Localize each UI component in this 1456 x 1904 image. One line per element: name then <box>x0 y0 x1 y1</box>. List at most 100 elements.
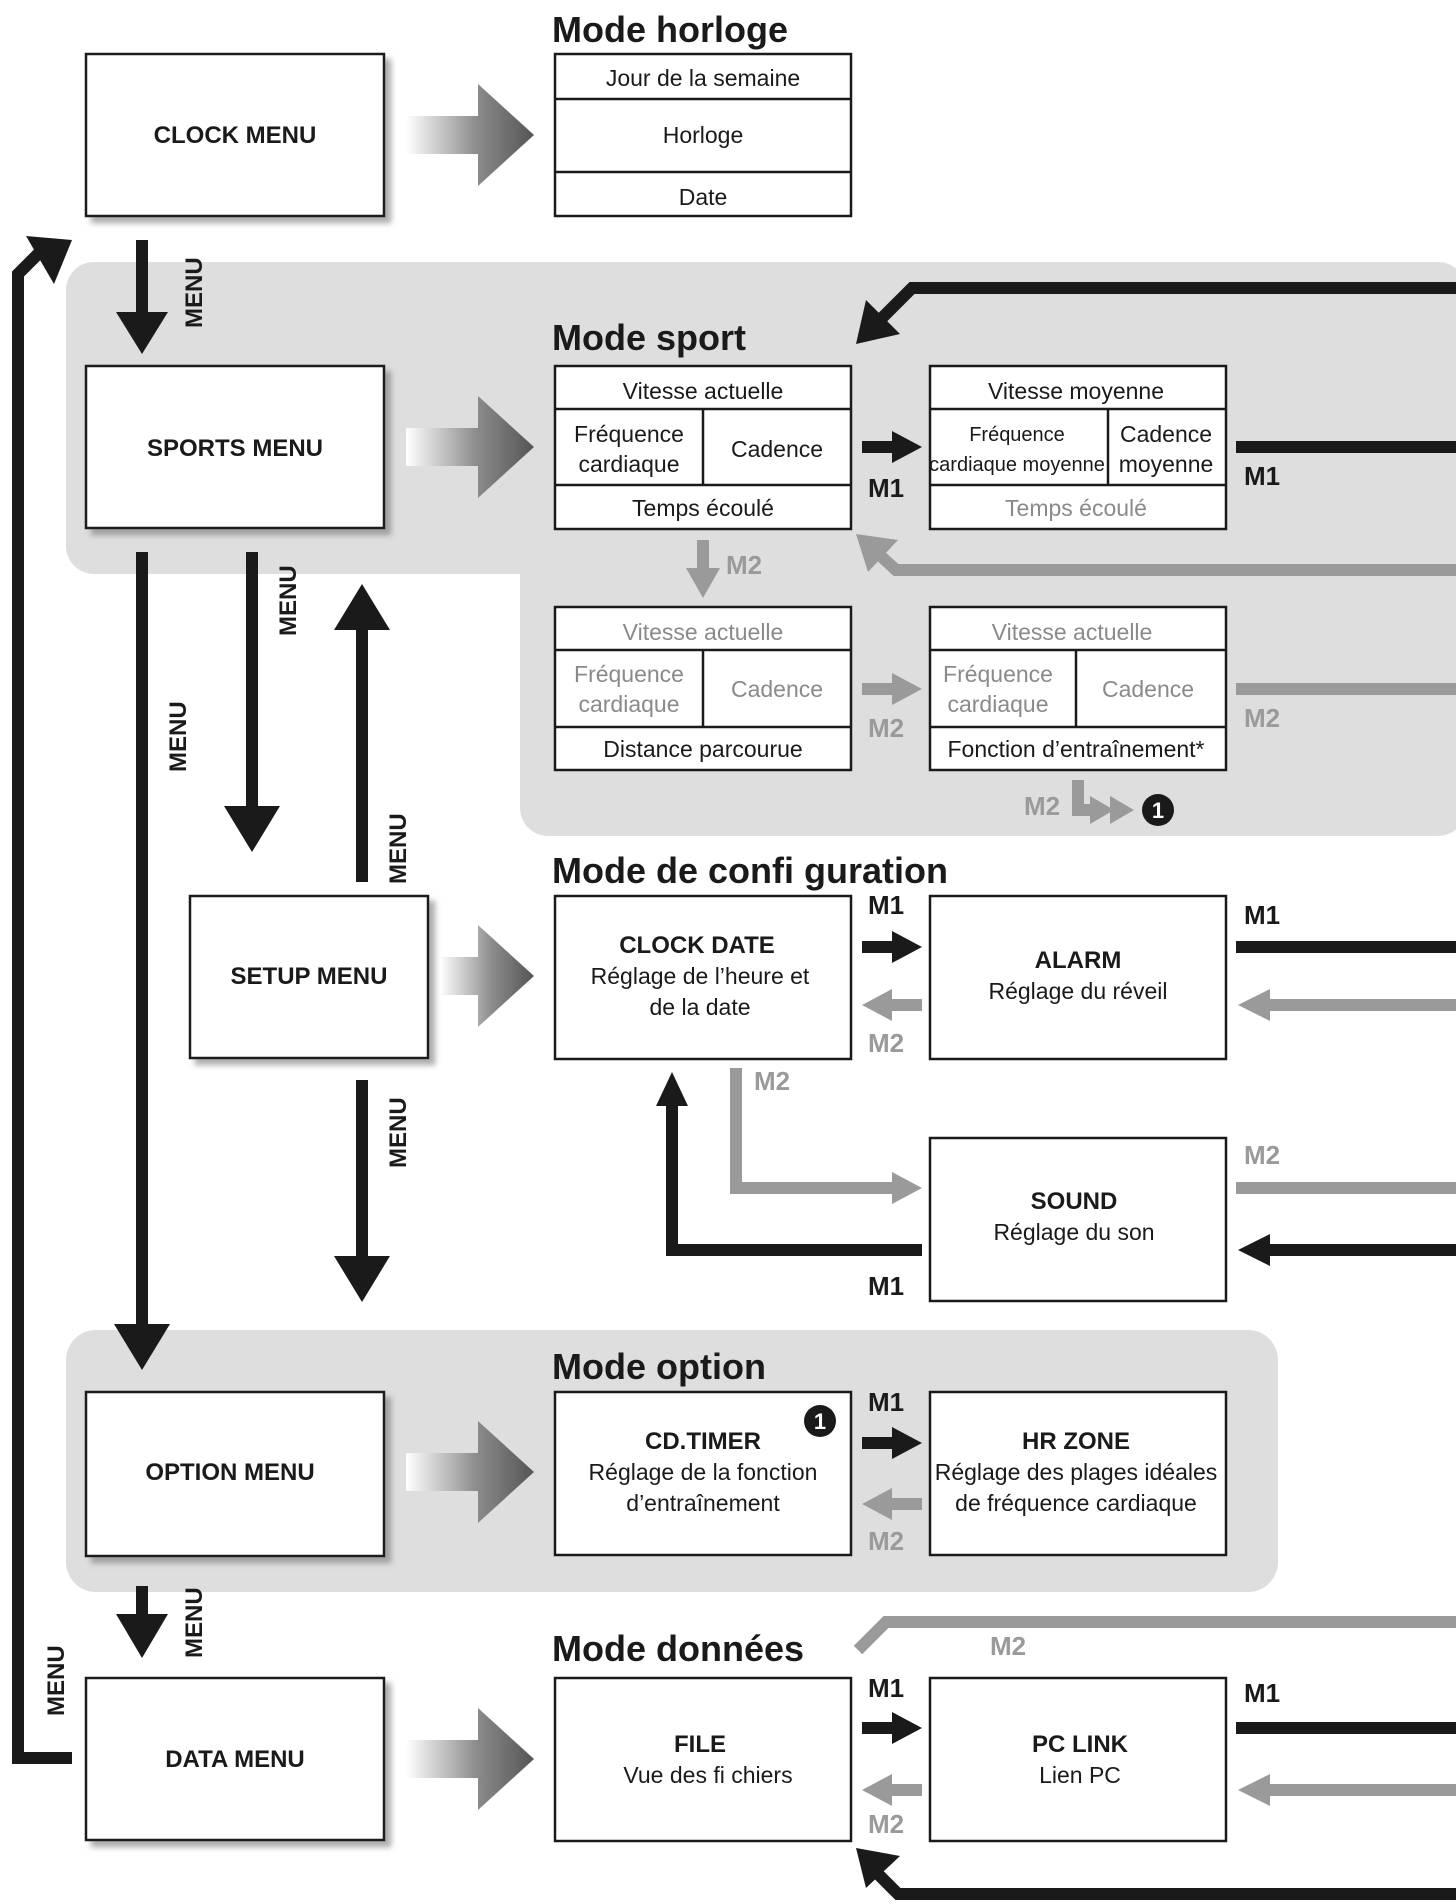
clock-row-date: Date <box>679 184 728 210</box>
data-menu-box[interactable]: DATA MENU <box>84 1676 386 1842</box>
sport-m2-label-3: M2 <box>1244 703 1280 733</box>
menu-arrow-setup-down-head <box>334 1256 390 1302</box>
menu-label-setup-sports: MENU <box>385 813 412 884</box>
menu-label-sports-setup: MENU <box>275 565 302 636</box>
menu-label-setup-down: MENU <box>385 1097 412 1168</box>
clock-mode-table: Jour de la semaine Horloge Date <box>553 52 853 218</box>
sports-menu-label: SPORTS MENU <box>147 435 323 462</box>
sport-m2-to-marker-head-2 <box>1110 796 1134 824</box>
pc-link-desc: Lien PC <box>1039 1762 1121 1788</box>
sport-screen-3: Vitesse actuelle Fréquence cardiaque Cad… <box>553 605 853 772</box>
sport-m2-label-4: M2 <box>1024 791 1060 821</box>
data-return-bottom <box>867 1863 1456 1900</box>
setup-m1-cd-alarm-head <box>892 931 922 963</box>
sport-m2-label-1: M2 <box>726 550 762 580</box>
setup-m1-label-2: M1 <box>1244 900 1280 930</box>
sport-m2-3-4-head <box>892 673 922 705</box>
data-m1-label-2: M1 <box>1244 1678 1280 1708</box>
sport3-right: Cadence <box>731 676 823 702</box>
sport4-left-b: cardiaque <box>947 691 1048 717</box>
option-m1-label: M1 <box>868 1387 904 1417</box>
sport2-top: Vitesse moyenne <box>988 378 1164 404</box>
hr-zone-desc-2: de fréquence cardiaque <box>955 1490 1197 1516</box>
sport-marker-label: 1 <box>1152 798 1164 823</box>
cd-timer-box[interactable]: CD.TIMER Réglage de la fonction d’entraî… <box>553 1390 853 1557</box>
sport3-bottom: Distance parcourue <box>603 736 802 762</box>
sport-m1-label-1: M1 <box>868 473 904 503</box>
setup-m2-label-3: M2 <box>1244 1140 1280 1170</box>
arrow-sports-to-mode <box>406 396 534 498</box>
sport1-left-b: cardiaque <box>578 451 679 477</box>
data-menu-label: DATA MENU <box>165 1746 305 1773</box>
data-m2-label-top: M2 <box>990 1631 1026 1661</box>
clock-menu-box[interactable]: CLOCK MENU <box>84 52 386 218</box>
sport1-left-a: Fréquence <box>574 421 684 447</box>
clock-date-box[interactable]: CLOCK DATE Réglage de l’heure et de la d… <box>553 894 853 1061</box>
sport-return-top-head <box>856 300 900 344</box>
sport2-left-b: cardiaque moyenne <box>929 454 1105 476</box>
alarm-desc: Réglage du réveil <box>988 978 1167 1004</box>
file-title: FILE <box>674 1731 726 1758</box>
sport4-top: Vitesse actuelle <box>992 619 1153 645</box>
sport-screen-4: Vitesse actuelle Fréquence cardiaque Cad… <box>928 605 1228 772</box>
setup-m2-cd-sound <box>730 1068 896 1194</box>
hr-zone-title: HR ZONE <box>1022 1428 1130 1455</box>
setup-grey-in-alarm-head <box>1238 989 1270 1021</box>
data-m2-top <box>853 1616 1456 1655</box>
sport2-left-a: Fréquence <box>969 424 1065 446</box>
sport-m1-label-2: M1 <box>1244 461 1280 491</box>
hr-zone-box[interactable]: HR ZONE Réglage des plages idéales de fr… <box>928 1390 1228 1557</box>
menu-label-option-data: MENU <box>181 1587 208 1658</box>
pc-link-box[interactable]: PC LINK Lien PC <box>928 1676 1228 1843</box>
sport3-top: Vitesse actuelle <box>623 619 784 645</box>
sound-box[interactable]: SOUND Réglage du son <box>928 1136 1228 1303</box>
clock-row-weekday: Jour de la semaine <box>606 65 800 91</box>
setup-m2-cd-sound-head <box>892 1172 922 1204</box>
data-grey-in-pc-head <box>1238 1774 1270 1806</box>
arrow-clock-to-mode <box>406 84 534 186</box>
sport4-bottom: Fonction d’entraînement* <box>948 736 1205 762</box>
sport1-bottom: Temps écoulé <box>632 495 774 521</box>
setup-m1-sound-cd-head <box>656 1072 688 1106</box>
menu-arrow-sports-to-setup-head <box>224 806 280 852</box>
clock-date-desc-1: Réglage de l’heure et <box>591 963 810 989</box>
sport1-right: Cadence <box>731 436 823 462</box>
setup-m2-alarm-cd-head <box>862 989 892 1021</box>
sport4-left-a: Fréquence <box>943 661 1053 687</box>
cd-timer-marker-label: 1 <box>814 1409 826 1434</box>
data-mode-title: Mode données <box>552 1628 804 1669</box>
sport-m1-1-2-head <box>892 431 922 463</box>
setup-menu-box[interactable]: SETUP MENU <box>188 894 430 1060</box>
sport-m2-label-2: M2 <box>868 713 904 743</box>
file-box[interactable]: FILE Vue des fi chiers <box>553 1676 853 1843</box>
menu-label-sports-option: MENU <box>165 701 192 772</box>
setup-m1-label-3: M1 <box>868 1271 904 1301</box>
option-mode-title: Mode option <box>552 1346 766 1387</box>
option-menu-box[interactable]: OPTION MENU <box>84 1390 386 1558</box>
clock-menu-label: CLOCK MENU <box>154 122 317 149</box>
data-m1-file-pc-head <box>892 1712 922 1744</box>
sports-menu-box[interactable]: SPORTS MENU <box>84 364 386 530</box>
sport-return-top <box>871 282 1456 329</box>
sport2-bottom: Temps écoulé <box>1005 495 1147 521</box>
menu-arrow-clock-to-sports-head <box>116 312 168 354</box>
setup-menu-label: SETUP MENU <box>231 963 388 990</box>
sport-screen-1: Vitesse actuelle Fréquence cardiaque Cad… <box>553 364 853 531</box>
setup-mode-title: Mode de confi guration <box>552 850 948 891</box>
sport-mode-title: Mode sport <box>552 317 746 358</box>
hr-zone-desc-1: Réglage des plages idéales <box>935 1459 1218 1485</box>
sport3-left-a: Fréquence <box>574 661 684 687</box>
sport2-right-a: Cadence <box>1120 421 1212 447</box>
data-m2-pc-file-head <box>862 1774 892 1806</box>
cd-timer-desc-1: Réglage de la fonction <box>589 1459 818 1485</box>
arrow-setup-to-mode <box>440 925 534 1027</box>
menu-arrow-setup-to-sports-head <box>334 584 390 630</box>
sport-m2-to-marker-head-1 <box>1090 796 1114 824</box>
sport-m2-to-marker <box>1072 780 1090 816</box>
clock-date-desc-2: de la date <box>649 994 750 1020</box>
menu-label-clock-sports: MENU <box>181 257 208 328</box>
alarm-box[interactable]: ALARM Réglage du réveil <box>928 894 1228 1061</box>
sound-desc: Réglage du son <box>993 1219 1154 1245</box>
cd-timer-desc-2: d’entraînement <box>626 1490 780 1516</box>
